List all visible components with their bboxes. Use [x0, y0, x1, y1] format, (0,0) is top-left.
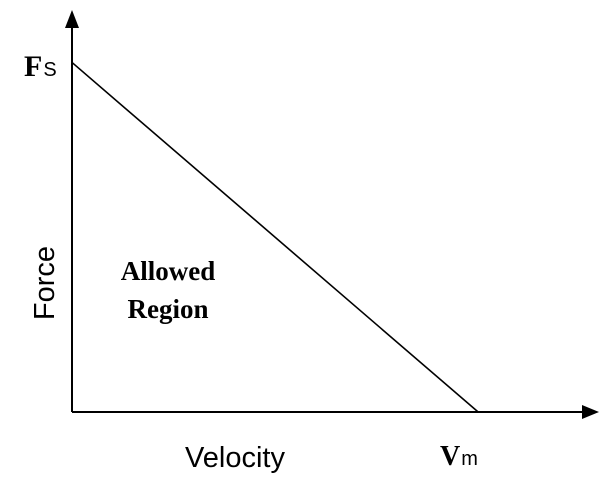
y-axis-arrowhead — [65, 10, 79, 28]
y-intercept-label: FS — [24, 50, 57, 83]
x-axis-label: Velocity — [185, 442, 285, 474]
x-intercept-label: Vm — [440, 441, 478, 472]
annotation-line-1: Allowed — [121, 256, 216, 286]
y-intercept-label-main: F — [24, 50, 42, 83]
x-axis-arrowhead — [582, 405, 599, 419]
y-axis-label: Force — [29, 246, 61, 320]
x-intercept-label-sub: m — [461, 448, 478, 470]
y-intercept-label-sub: S — [43, 59, 56, 81]
x-intercept-label-main: V — [440, 441, 460, 472]
annotation-line-2: Region — [128, 294, 209, 324]
force-velocity-line — [71, 61, 479, 413]
